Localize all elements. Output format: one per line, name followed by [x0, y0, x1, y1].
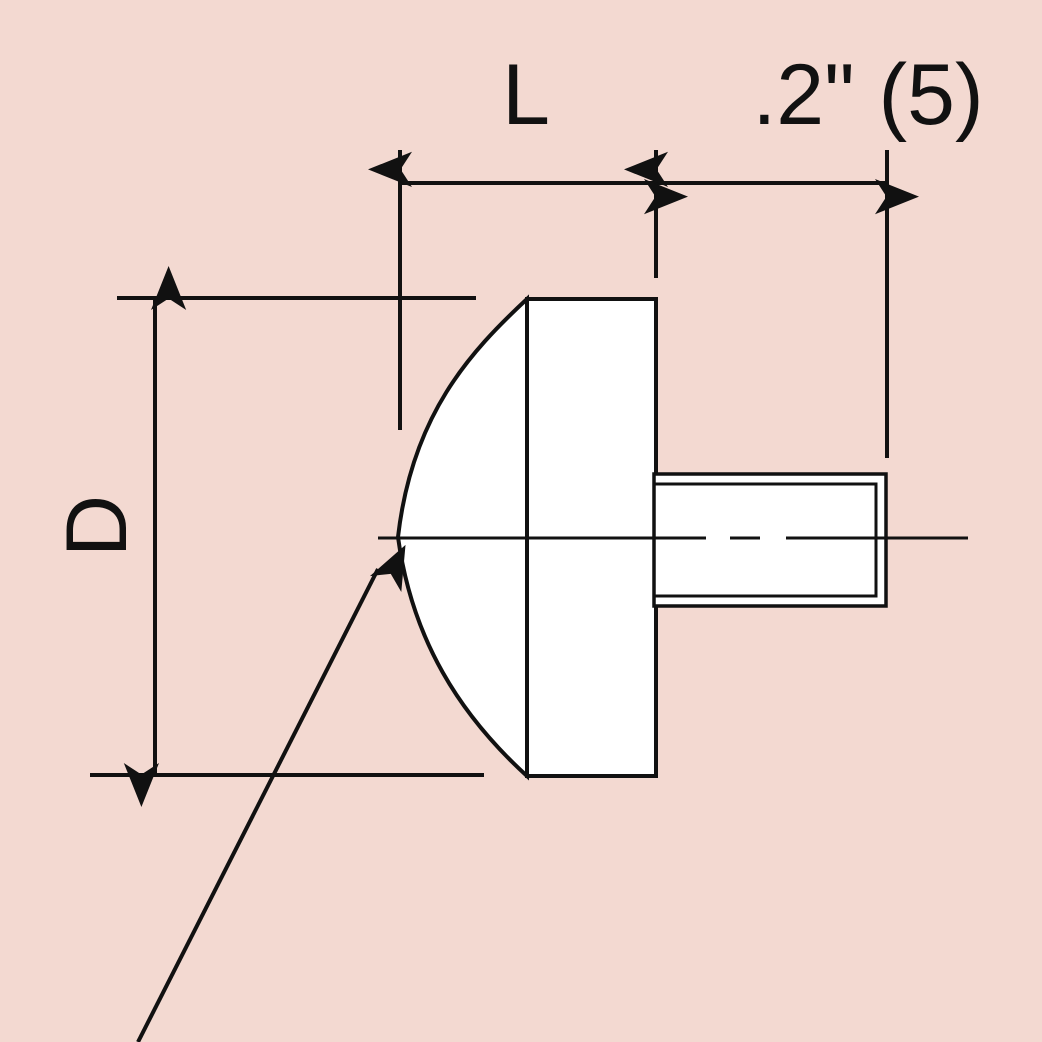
stud-inner — [652, 482, 878, 598]
leader-arrow — [136, 544, 406, 1042]
stud-outer — [652, 472, 888, 608]
label-thread-length: .2" (5) — [752, 47, 983, 143]
label-d: D — [49, 495, 145, 557]
label-l: L — [502, 47, 550, 143]
threaded-stud — [652, 472, 888, 608]
